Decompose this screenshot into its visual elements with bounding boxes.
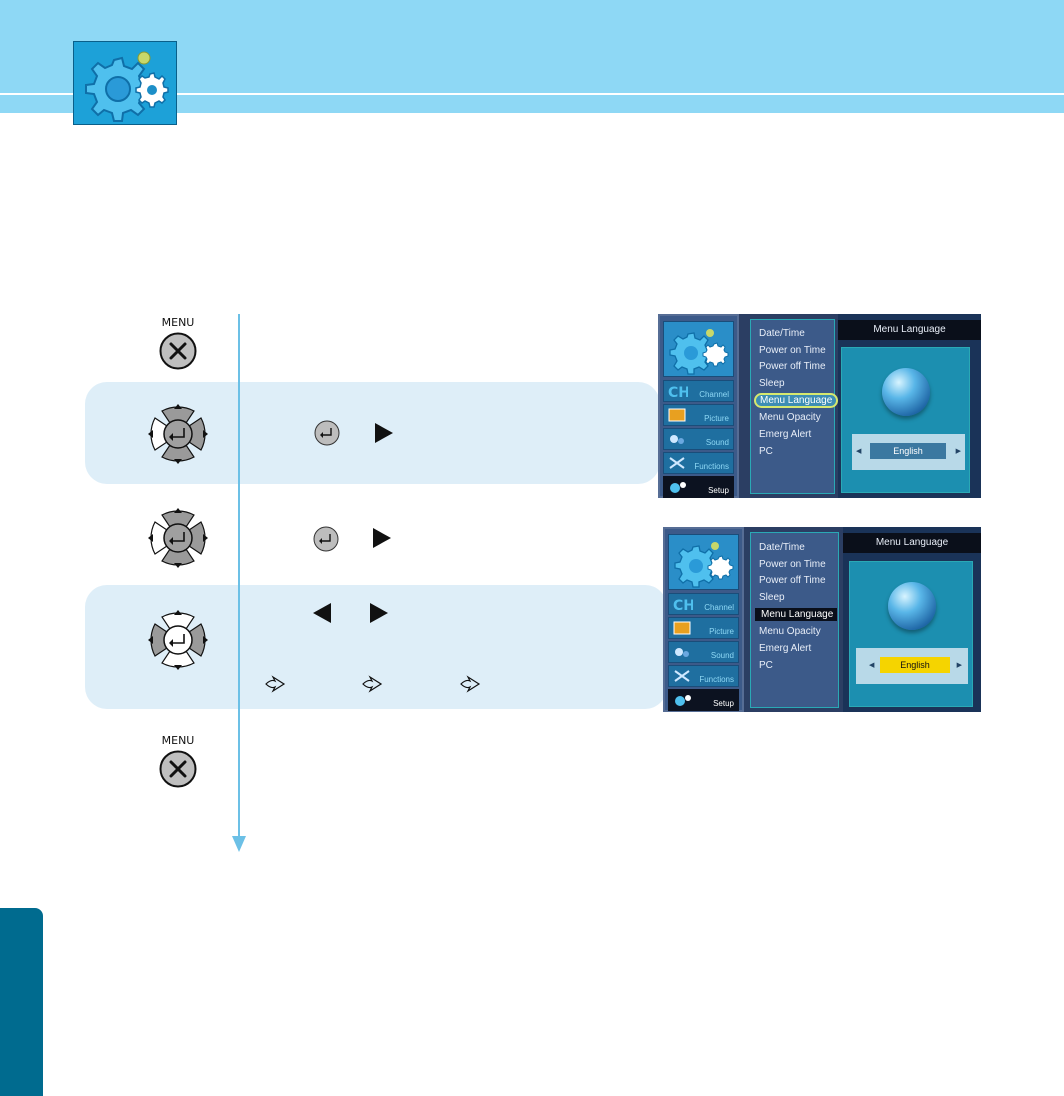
menu-button[interactable] xyxy=(159,750,197,788)
dpad-left-right[interactable] xyxy=(143,605,213,675)
sound-icon xyxy=(668,431,688,447)
osd-value-pane: Menu Language ◀ English ▶ xyxy=(843,527,981,712)
osd-value-pane: Menu Language ◀ English ▶ xyxy=(838,314,981,498)
menu-button[interactable] xyxy=(159,332,197,370)
osd-tab-picture: Picture xyxy=(663,404,734,426)
enter-return-icon xyxy=(314,420,340,446)
osd-item-selected: Menu Language xyxy=(754,393,839,408)
globe-icon xyxy=(888,582,936,630)
osd-item: Date/Time xyxy=(759,542,805,553)
globe-icon xyxy=(882,368,930,416)
osd-value-panel: ◀ English ▶ xyxy=(849,561,973,707)
right-arrow-icon: ▶ xyxy=(956,661,962,669)
outline-arrow-right-icon xyxy=(459,675,481,693)
osd-item: PC xyxy=(759,660,773,671)
svg-text:CH: CH xyxy=(673,598,693,612)
osd-item: Power off Time xyxy=(759,575,826,586)
triangle-left-icon xyxy=(313,603,331,623)
osd-value-panel: ◀ English ▶ xyxy=(841,347,970,493)
dpad-up-down[interactable] xyxy=(143,399,213,469)
navigation-pad-icon xyxy=(148,610,208,670)
close-x-icon xyxy=(159,750,197,788)
triangle-right-icon xyxy=(370,603,388,623)
close-x-icon xyxy=(159,332,197,370)
functions-icon xyxy=(673,668,693,684)
osd-tab-picture: Picture xyxy=(668,617,739,639)
enter-button[interactable] xyxy=(313,526,339,552)
side-section-tab xyxy=(0,908,43,1096)
left-button[interactable] xyxy=(311,602,333,624)
osd-item-selected: Menu Language xyxy=(755,608,837,621)
osd-item: Power on Time xyxy=(759,559,826,570)
gear-icon xyxy=(673,692,693,708)
osd-item-list: Date/Time Power on Time Power off Time S… xyxy=(750,532,839,708)
osd-item: Menu Opacity xyxy=(759,626,821,637)
osd-tab-functions: Functions xyxy=(663,452,734,474)
gear-icon xyxy=(668,479,688,495)
right-button[interactable] xyxy=(373,422,395,444)
right-button[interactable] xyxy=(368,602,390,624)
osd-tab-channel: CH Channel xyxy=(668,593,739,615)
right-button[interactable] xyxy=(371,527,393,549)
functions-icon xyxy=(668,455,688,471)
picture-icon xyxy=(673,620,693,636)
osd-tab-sound: Sound xyxy=(663,428,734,450)
osd-pane-title: Menu Language xyxy=(843,533,981,553)
osd-language-selector: ◀ English ▶ xyxy=(852,434,965,470)
enter-return-icon xyxy=(313,526,339,552)
osd-category-column: CH Channel Picture Sound Functions Setup xyxy=(663,527,744,712)
osd-item: PC xyxy=(759,446,773,457)
channel-icon: CH xyxy=(673,596,695,614)
navigation-pad-icon xyxy=(148,508,208,568)
osd-category-column: CH Channel Picture Sound Functions Setup xyxy=(658,314,739,498)
osd-item-list: Date/Time Power on Time Power off Time S… xyxy=(750,319,839,494)
osd-setup-gear-icon xyxy=(668,534,739,590)
osd-language-value-active: English xyxy=(880,657,950,673)
left-arrow-icon: ◀ xyxy=(856,447,862,455)
osd-setup-gear-icon xyxy=(663,321,734,377)
osd-item: Menu Opacity xyxy=(759,412,821,423)
osd-screen-1: CH Channel Picture Sound Functions Setup… xyxy=(658,314,981,498)
dpad-up-down-right[interactable] xyxy=(143,503,213,573)
osd-pane-title: Menu Language xyxy=(838,320,981,340)
osd-item: Power on Time xyxy=(759,345,826,356)
menu-label: MENU xyxy=(161,316,195,329)
enter-button[interactable] xyxy=(314,420,340,446)
setup-gear-icon xyxy=(73,41,177,125)
osd-item: Sleep xyxy=(759,378,785,389)
header-divider xyxy=(0,93,1064,95)
osd-tab-sound: Sound xyxy=(668,641,739,663)
menu-label: MENU xyxy=(161,734,195,747)
osd-tab-channel: CH Channel xyxy=(663,380,734,402)
osd-tab-functions: Functions xyxy=(668,665,739,687)
triangle-right-icon xyxy=(375,423,393,443)
osd-screen-2: CH Channel Picture Sound Functions Setup… xyxy=(663,527,981,712)
svg-text:CH: CH xyxy=(668,385,688,399)
navigation-pad-icon xyxy=(148,404,208,464)
osd-tab-setup: Setup xyxy=(663,476,734,498)
outline-arrow-right-icon xyxy=(264,675,286,693)
osd-item: Power off Time xyxy=(759,361,826,372)
osd-language-value: English xyxy=(870,443,946,459)
outline-arrow-right-icon xyxy=(361,675,383,693)
osd-item: Emerg Alert xyxy=(759,643,812,654)
picture-icon xyxy=(668,407,688,423)
osd-tab-setup: Setup xyxy=(668,689,739,711)
triangle-right-icon xyxy=(373,528,391,548)
sound-icon xyxy=(673,644,693,660)
osd-item: Sleep xyxy=(759,592,785,603)
osd-item: Emerg Alert xyxy=(759,429,812,440)
right-arrow-icon: ▶ xyxy=(955,447,961,455)
channel-icon: CH xyxy=(668,383,690,401)
osd-language-selector: ◀ English ▶ xyxy=(856,648,968,684)
flow-arrow-icon xyxy=(232,314,246,852)
osd-item: Date/Time xyxy=(759,328,805,339)
left-arrow-icon: ◀ xyxy=(869,661,875,669)
